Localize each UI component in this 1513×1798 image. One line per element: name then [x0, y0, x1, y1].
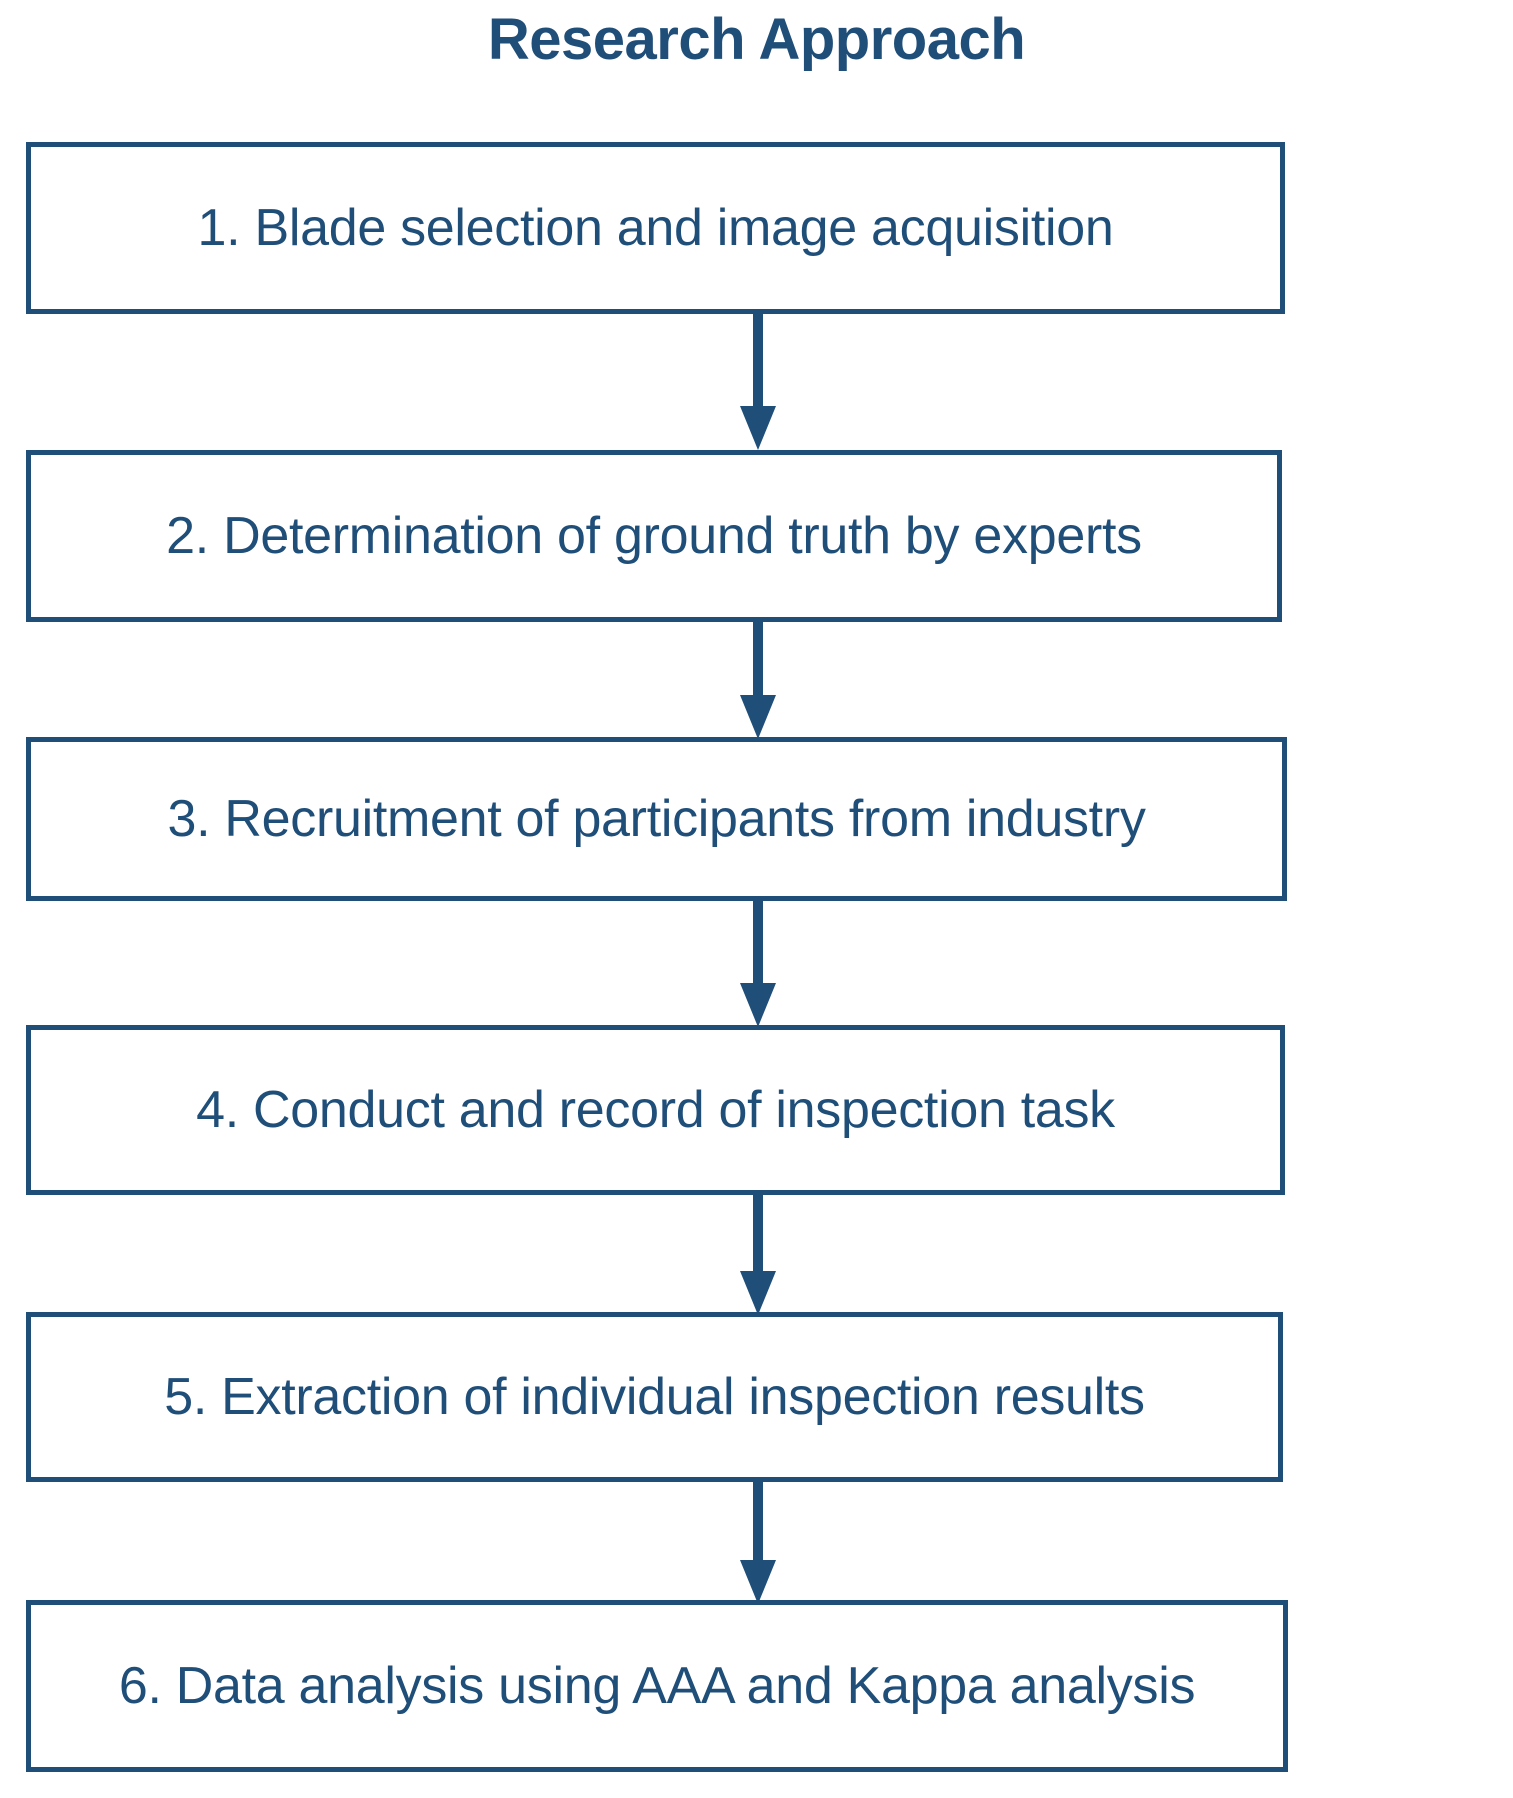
flow-step-6[interactable]: 6. Data analysis using AAA and Kappa ana…: [26, 1600, 1288, 1772]
flow-step-1[interactable]: 1. Blade selection and image acquisition: [26, 142, 1285, 314]
flow-step-4[interactable]: 4. Conduct and record of inspection task: [26, 1025, 1285, 1195]
flow-step-2-label: 2. Determination of ground truth by expe…: [166, 506, 1142, 565]
flow-step-4-label: 4. Conduct and record of inspection task: [196, 1080, 1115, 1139]
flow-step-5[interactable]: 5. Extraction of individual inspection r…: [26, 1312, 1283, 1482]
flow-step-1-label: 1. Blade selection and image acquisition: [197, 198, 1114, 257]
arrow-step-1-to-2: [738, 314, 778, 450]
arrow-step-2-to-3: [738, 622, 778, 739]
arrow-step-5-to-6: [738, 1482, 778, 1604]
flow-step-6-label: 6. Data analysis using AAA and Kappa ana…: [118, 1656, 1196, 1715]
arrow-step-4-to-5: [738, 1195, 778, 1315]
page-title: Research Approach: [487, 7, 1026, 72]
flow-step-3-label: 3. Recruitment of participants from indu…: [167, 789, 1146, 848]
flow-step-5-label: 5. Extraction of individual inspection r…: [164, 1367, 1145, 1426]
flow-step-2[interactable]: 2. Determination of ground truth by expe…: [26, 450, 1282, 622]
flow-step-3[interactable]: 3. Recruitment of participants from indu…: [26, 737, 1287, 901]
arrow-step-3-to-4: [738, 901, 778, 1027]
